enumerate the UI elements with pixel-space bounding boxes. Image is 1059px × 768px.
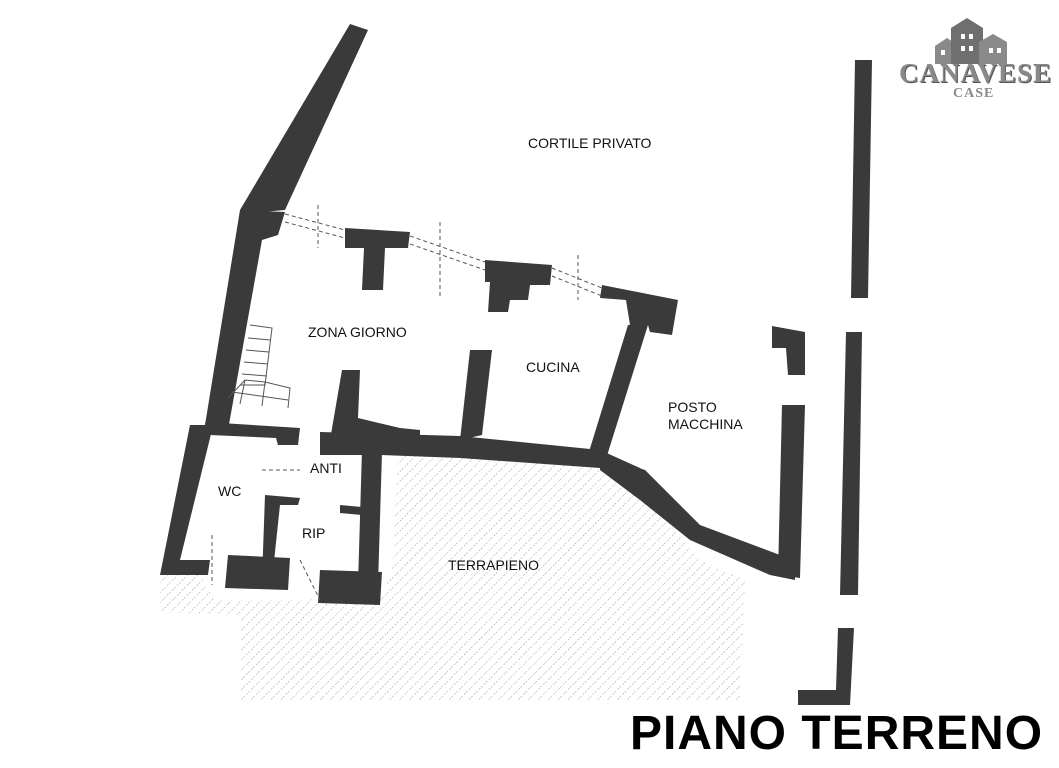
staircase — [227, 324, 291, 409]
label-cortile-privato: CORTILE PRIVATO — [528, 135, 652, 151]
label-wc: WC — [218, 483, 241, 499]
windows — [211, 205, 603, 601]
wall-cucina-right — [588, 325, 648, 462]
canavese-case-logo: CANAVESE CASE — [895, 14, 1055, 106]
wall-left — [160, 210, 285, 575]
label-macchina: MACCHINA — [668, 416, 743, 432]
wall-bottom-1 — [180, 560, 210, 575]
wall-boundary-top — [851, 60, 872, 298]
wall-top-b — [485, 260, 552, 312]
wall-bottom-3 — [318, 570, 382, 605]
wall-boundary-bottom — [798, 628, 854, 705]
wall-top-a — [345, 228, 410, 290]
wall-posto-right — [778, 405, 805, 578]
wall-diagonal — [240, 24, 368, 220]
wall-wc-top — [205, 422, 300, 445]
label-anti: ANTI — [310, 460, 342, 476]
page-title: PIANO TERRENO — [630, 707, 1044, 760]
wall-rip-top — [340, 505, 362, 515]
wall-bottom-2 — [225, 555, 290, 590]
wall-internal-1 — [330, 370, 420, 445]
wall-top-right — [600, 285, 678, 335]
logo-wordmark: CANAVESE — [899, 58, 1053, 88]
label-zona-giorno: ZONA GIORNO — [308, 324, 407, 340]
label-cucina: CUCINA — [526, 359, 580, 375]
terrapieno-hatch — [160, 452, 745, 700]
label-posto: POSTO — [668, 399, 717, 415]
wall-posto-right-top — [772, 326, 805, 375]
label-rip: RIP — [302, 525, 325, 541]
wall-internal-2 — [460, 350, 492, 440]
walls — [160, 24, 872, 705]
houses-icon — [935, 18, 1007, 64]
logo-subtitle: CASE — [953, 86, 995, 101]
wall-lower — [320, 432, 650, 480]
wall-posto-bottom — [600, 455, 795, 580]
wall-anti-right — [358, 450, 382, 585]
wall-boundary-mid — [840, 332, 862, 595]
label-terrapieno: TERRAPIENO — [448, 557, 539, 573]
